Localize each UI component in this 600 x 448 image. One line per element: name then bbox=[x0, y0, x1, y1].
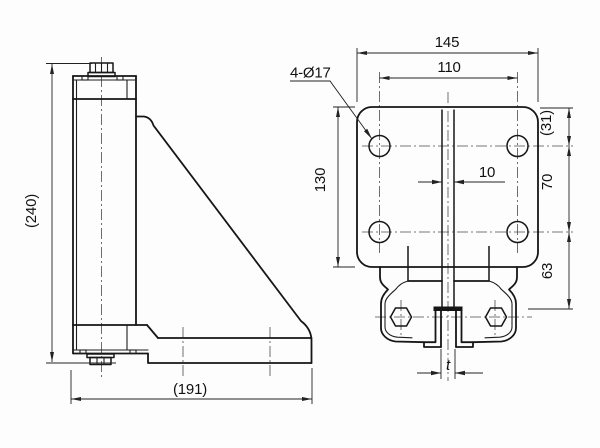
clamp-slot bbox=[441, 109, 455, 307]
holes-callout-leader bbox=[290, 80, 373, 140]
dim-top-edge-to-holes: (31) bbox=[538, 110, 555, 136]
foot-outline-right bbox=[455, 266, 518, 348]
mounting-hole-bottom-right bbox=[506, 220, 529, 244]
dim-holes-callout: 4-Ø17 bbox=[290, 65, 331, 82]
dim-overall-width: 145 bbox=[435, 34, 459, 51]
channel-wall-left bbox=[423, 310, 442, 348]
centerlines bbox=[101, 57, 573, 381]
dim-plate-height: 130 bbox=[312, 168, 329, 192]
bottom-nut-body bbox=[89, 356, 112, 366]
mounting-hole-top-left bbox=[368, 134, 391, 158]
foot-inner-contour-right bbox=[484, 280, 513, 339]
dim-overall-height: (240) bbox=[23, 194, 40, 228]
dim-hole-spacing-y: 70 bbox=[539, 174, 556, 190]
hex-bolt-left bbox=[389, 307, 413, 327]
channel-top-bar bbox=[433, 306, 463, 311]
top-plate-tab-right bbox=[116, 75, 124, 81]
dim-overall-depth: (191) bbox=[173, 381, 207, 398]
dim-line-height bbox=[46, 63, 116, 364]
gusset-outline bbox=[135, 115, 313, 364]
channel-wall-right bbox=[455, 310, 474, 348]
mounting-hole-top-right bbox=[506, 134, 529, 158]
dim-slot-width: 10 bbox=[479, 164, 495, 181]
dim-clamp-gap: t bbox=[446, 357, 451, 374]
dim-line-depth bbox=[70, 368, 313, 404]
flange-tab-left bbox=[79, 349, 87, 355]
dimension-labels: (240) (191) 145 110 4-Ø17 (31) 70 63 130… bbox=[23, 34, 556, 398]
neck-inner-edges bbox=[407, 246, 490, 281]
top-bolt-collar bbox=[87, 71, 116, 78]
dim-line-plate-height bbox=[333, 106, 355, 268]
dim-holes-to-seat: 63 bbox=[539, 263, 556, 279]
front-view bbox=[356, 106, 539, 348]
base-step bbox=[146, 324, 159, 339]
dim-line-clamp-gap bbox=[417, 349, 483, 379]
side-view bbox=[72, 62, 313, 366]
base-bottom-edge bbox=[147, 352, 313, 364]
top-plate-tab-left bbox=[81, 75, 89, 81]
mounting-hole-bottom-left bbox=[368, 220, 391, 244]
foot-outline-left bbox=[379, 266, 442, 348]
flange-tab-right bbox=[129, 349, 137, 355]
foot-inner-contour-left bbox=[384, 280, 413, 339]
mounting-plate bbox=[356, 106, 539, 268]
top-bolt-serrations bbox=[94, 62, 109, 74]
dim-line-width bbox=[356, 48, 539, 102]
hex-bolt-right bbox=[484, 307, 508, 327]
dimension-lines bbox=[46, 48, 573, 404]
dim-hole-spacing-x: 110 bbox=[437, 59, 460, 76]
